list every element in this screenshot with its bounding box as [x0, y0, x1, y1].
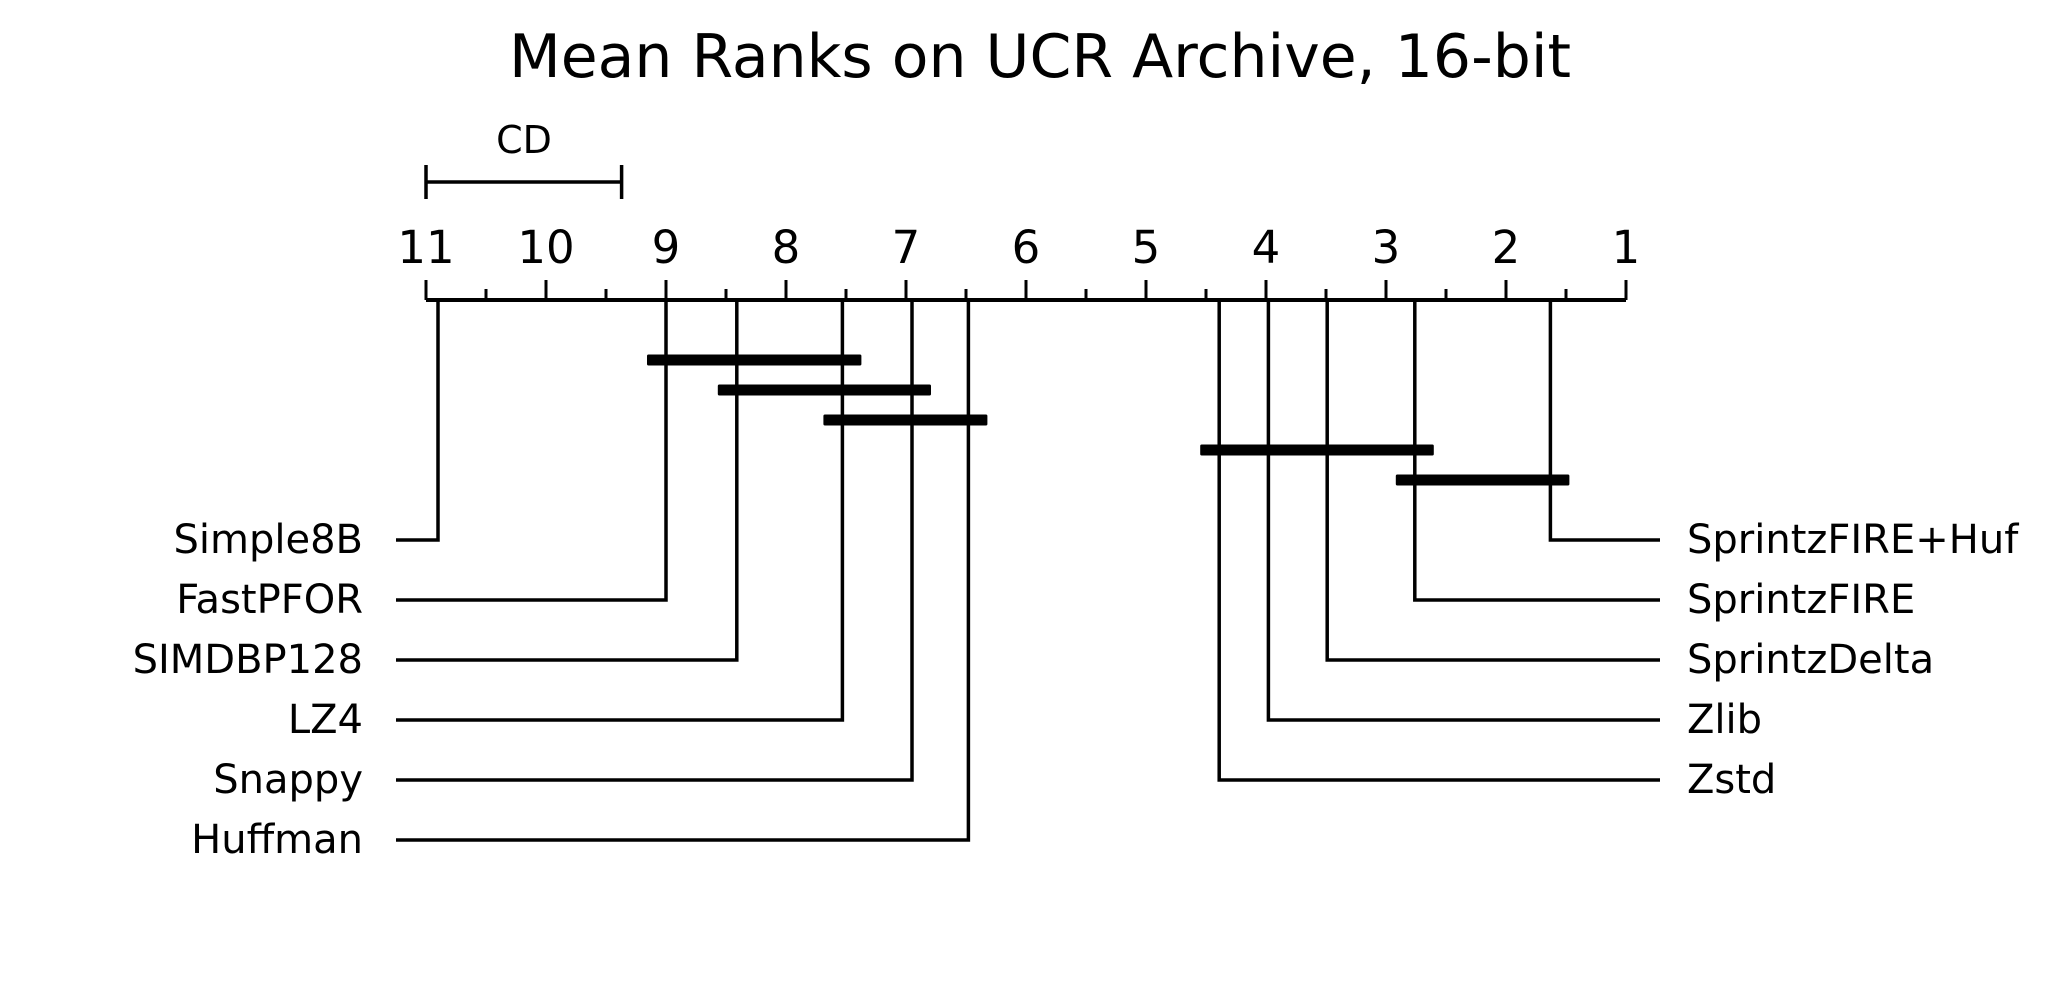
- tick-label-8: 8: [772, 221, 801, 274]
- algo-label-sprintzfire-huf: SprintzFIRE+Huf: [1687, 517, 2019, 563]
- algorithm-labels: Simple8B FastPFOR SIMDBP128LZ4SnappyHuffma…: [133, 517, 2020, 863]
- tick-label-11: 11: [397, 221, 454, 274]
- tick-label-4: 4: [1252, 221, 1281, 274]
- algo-label-snappy: Snappy: [213, 757, 363, 803]
- rank-axis: [424, 280, 1628, 302]
- tick-label-10: 10: [517, 221, 574, 274]
- algo-label-huffman: Huffman: [191, 817, 363, 863]
- chart-title: Mean Ranks on UCR Archive, 16-bit: [509, 22, 1571, 92]
- algo-line-snappy: [396, 300, 914, 782]
- algo-line-fastpfor: [396, 300, 668, 602]
- algo-line-simple8b: [396, 300, 440, 542]
- clique-bar-5: [1395, 474, 1570, 486]
- axis-tick-labels: 11 10 9 8 7 6 5 4 3 2 1: [397, 221, 1640, 274]
- algo-label-fastpfor: FastPFOR: [176, 577, 363, 623]
- algo-line-sprintzdelta: [1325, 300, 1660, 662]
- algorithm-connectors: [396, 300, 1660, 842]
- algo-label-sprintzfire: SprintzFIRE: [1687, 577, 1915, 623]
- algo-label-simdbp128: SIMDBP128: [133, 637, 363, 683]
- tick-label-3: 3: [1372, 221, 1401, 274]
- algo-line-zlib: [1266, 300, 1660, 722]
- clique-bars: [647, 354, 1570, 486]
- algo-line-huffman: [396, 300, 971, 842]
- algo-label-simple8b: Simple8B: [174, 517, 363, 563]
- tick-label-6: 6: [1012, 221, 1041, 274]
- algo-label-lz4: LZ4: [288, 697, 363, 743]
- clique-bar-1: [647, 354, 862, 366]
- clique-bar-3: [823, 414, 988, 426]
- clique-bar-2: [717, 384, 931, 396]
- algo-label-zlib: Zlib: [1687, 697, 1762, 743]
- tick-label-7: 7: [892, 221, 921, 274]
- cd-bracket: [424, 165, 624, 199]
- algo-line-lz4: [396, 300, 845, 722]
- tick-label-2: 2: [1492, 221, 1521, 274]
- tick-label-9: 9: [652, 221, 681, 274]
- algo-line-simdbp128: [396, 300, 739, 662]
- algo-label-sprintzdelta: SprintzDelta: [1687, 637, 1934, 683]
- algo-line-zstd: [1217, 300, 1660, 782]
- cd-bracket-label: CD: [496, 118, 552, 162]
- clique-bar-4: [1200, 444, 1434, 456]
- tick-label-1: 1: [1612, 221, 1641, 274]
- tick-label-5: 5: [1132, 221, 1161, 274]
- algo-line-sprintzfire: [1413, 300, 1660, 602]
- algo-line-sprintzfire-huf: [1548, 300, 1660, 542]
- algo-label-zstd: Zstd: [1687, 757, 1776, 803]
